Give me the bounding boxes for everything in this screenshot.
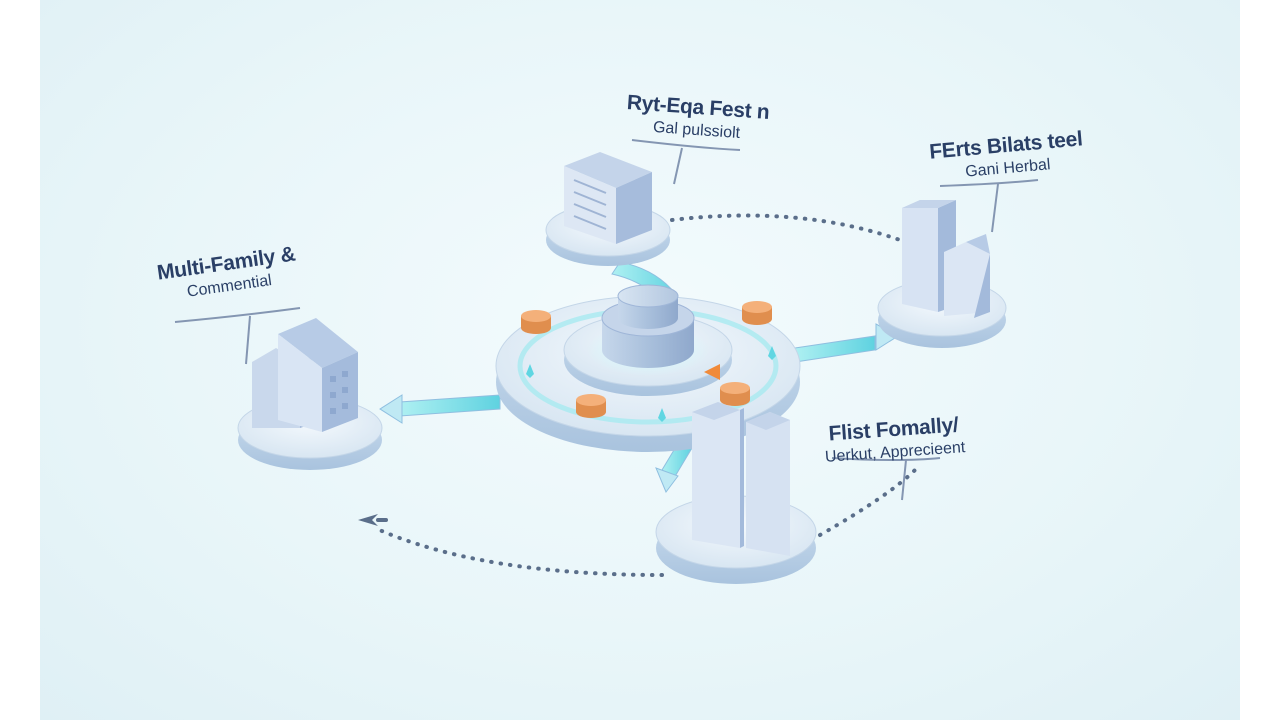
arrow-to-right-platform <box>794 323 899 363</box>
diagram-canvas: Multi-Family & Commential Ryt-Eqa Fest n… <box>40 0 1240 720</box>
platform-top-center <box>545 152 671 266</box>
platform-bottom-right <box>655 402 817 584</box>
house-building-icon <box>252 318 358 432</box>
hub-network-diagram <box>174 139 1039 584</box>
platform-top-right <box>877 200 1007 348</box>
arrow-to-left-platform <box>379 394 501 424</box>
twin-tower-building-icon <box>692 402 790 556</box>
orange-marker-icon <box>704 364 720 380</box>
orange-node-icon <box>576 394 606 418</box>
platform-multi-family <box>237 318 383 470</box>
arrowhead-icon <box>358 514 378 526</box>
office-building-icon <box>564 152 652 244</box>
central-hub <box>495 284 801 452</box>
dotted-connector-bottom-right <box>818 468 917 537</box>
orange-node-icon <box>720 382 750 406</box>
orange-node-icon <box>742 301 772 325</box>
dotted-connector-top <box>670 213 902 242</box>
tower-building-icon <box>902 200 990 318</box>
label-pointers <box>174 139 1039 501</box>
dotted-connector-bottom-left <box>358 514 664 577</box>
orange-node-icon <box>521 310 551 334</box>
sparkle-icon <box>526 346 776 422</box>
